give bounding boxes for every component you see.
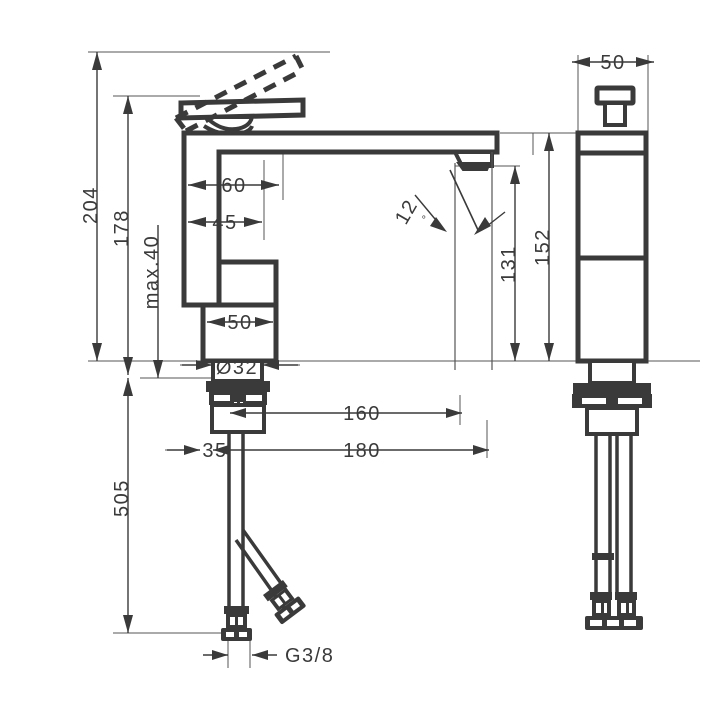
side-mounting-washer [573,383,651,395]
side-lever-stem [603,101,627,127]
dimension-label-152: 152 [532,228,554,266]
dimension-204: 204 [80,52,102,361]
dimension-label-60: 60 [221,175,246,197]
hose-connector-diagonal [262,580,306,625]
dimension-180: 180 [213,440,489,462]
side-supply-hoses [594,434,633,592]
annotation-label-angle: 12 [391,196,423,229]
front-view-faucet [174,53,500,641]
dimension-178: 178 [111,96,133,375]
dimension-label-diameter-32: Ø32 [216,357,258,379]
side-body-upper [575,150,649,261]
dimension-131: 131 [498,166,520,361]
dimension-50-base: 50 [207,312,273,334]
hose-connector-vertical [221,606,252,641]
dimension-label-204: 204 [80,186,102,224]
dimension-505: 505 [111,378,133,633]
dimension-60: 60 [188,175,279,197]
side-hose-clamp [592,553,614,560]
dimension-label-50-side: 50 [600,52,625,74]
dimension-label-505: 505 [111,479,133,517]
connection-housing [210,403,266,434]
mounting-washer [206,381,270,392]
side-lever-cap [594,85,636,106]
dimension-max-40: max.40 [141,225,163,378]
annotation-label-thread: G3/8 [285,645,334,667]
annotation-swivel-angle: 12 ° [391,152,506,370]
side-mounting-nut [572,394,652,408]
dimension-label-180: 180 [343,440,381,462]
dimension-50-side: 50 [572,52,654,74]
side-connection-housing [585,406,639,436]
dimension-45: 45 [188,212,262,234]
side-view-faucet [572,85,652,630]
dimension-label-35: 35 [202,440,227,462]
side-hose-connectors [585,592,643,630]
dimension-160: 160 [230,403,462,425]
dimension-label-131: 131 [498,245,520,283]
aerator [456,162,492,171]
dimension-label-50-base: 50 [227,312,252,334]
side-mounting-shank [588,359,636,385]
dimension-35: 35 [167,440,227,462]
dimension-label-max-40: max.40 [141,235,163,310]
annotation-thread-size: G3/8 [203,645,334,667]
lever-handle-raised-dashed [174,53,306,134]
dimension-152: 152 [532,133,554,361]
side-cartridge-collar [575,130,649,156]
supply-hose-vertical [227,432,245,612]
side-body-lower [575,255,649,364]
annotation-label-degree-symbol: ° [420,214,433,224]
dimension-diameter-32: Ø32 [182,357,298,379]
dimension-label-45: 45 [212,212,237,234]
dimension-label-178: 178 [111,209,133,247]
dimension-label-160: 160 [343,403,381,425]
